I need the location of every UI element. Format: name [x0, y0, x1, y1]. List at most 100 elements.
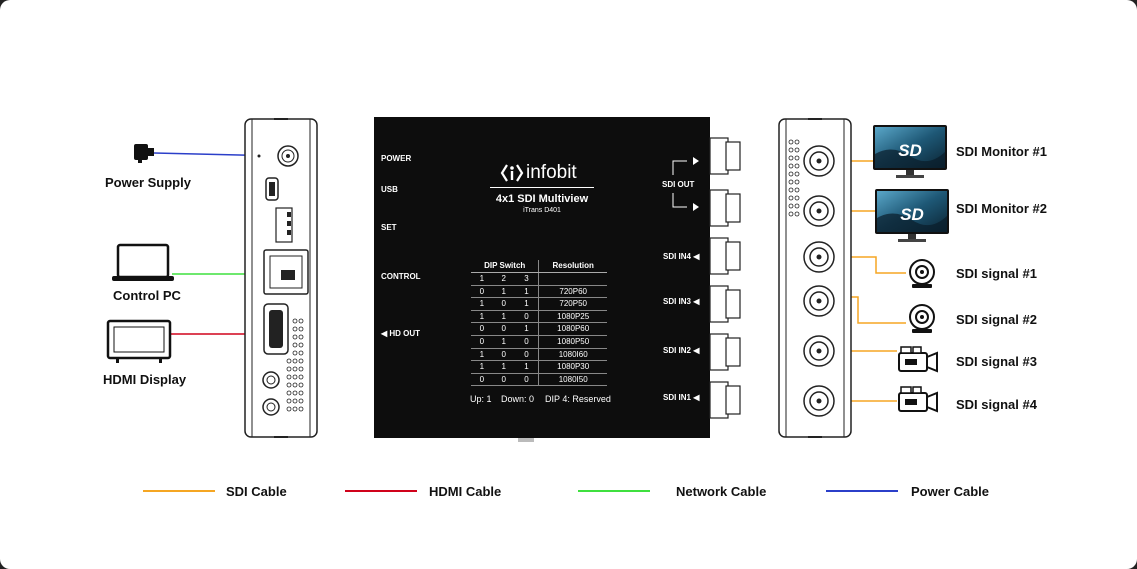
- legend-sdi-label: SDI Cable: [226, 484, 287, 499]
- monitor-1-logo: SD: [898, 141, 922, 160]
- dip-cell: 1: [471, 360, 493, 374]
- legend-power-label: Power Cable: [911, 484, 990, 499]
- dip-cell: 1: [471, 297, 493, 311]
- device-model: iTrans D401: [523, 207, 561, 214]
- dip-cell: 0: [492, 322, 515, 336]
- dip-switch-table: DIP Switch Resolution 1 2 3 0 1 1 720P60…: [471, 260, 607, 387]
- dip-resolution: 1080P30: [538, 360, 607, 374]
- dip-row: 0 1 1 720P60: [471, 285, 607, 299]
- dip-row: 1 0 1 720P50: [471, 297, 607, 311]
- dip-cell: 1: [492, 310, 515, 324]
- dip-cell: 0: [514, 373, 539, 387]
- usb-port-label: USB: [381, 185, 398, 194]
- dip-row: 0 0 0 1080I50: [471, 373, 607, 387]
- sdi-monitor-2-label: SDI Monitor #2: [956, 201, 1048, 216]
- dip-resolution: 1080I50: [538, 373, 607, 387]
- center-bottom-tab: [518, 438, 534, 442]
- power-supply-label: Power Supply: [105, 175, 191, 190]
- dip-cell: 0: [492, 297, 515, 311]
- dip-cell: 1: [492, 335, 515, 349]
- control-pc-label: Control PC: [113, 288, 181, 303]
- legend-hdmi-swatch: [345, 490, 417, 492]
- dip-cell: 1: [514, 322, 539, 336]
- legend-network-label: Network Cable: [676, 484, 767, 499]
- monitor-2-logo: SD: [900, 205, 924, 224]
- dip-resolution: 1080P25: [538, 310, 607, 324]
- dip-cell: 0: [514, 310, 539, 324]
- sdi-in4-label: SDI IN4 ◀: [663, 252, 700, 261]
- dip-cell: 1: [514, 285, 539, 299]
- center-device-panel: POWER USB SET CONTROL ◀ HD OUT infobit 4…: [374, 117, 710, 438]
- dip-col-2: 2: [492, 272, 515, 286]
- dip-header-switch: DIP Switch: [471, 260, 539, 273]
- sdi-in3-label: SDI IN3 ◀: [663, 297, 700, 306]
- legend-network-swatch: [578, 490, 650, 492]
- dip-cell: 0: [514, 348, 539, 362]
- dip-cell: 0: [471, 285, 493, 299]
- dip-resolution: 1080P60: [538, 322, 607, 336]
- dip-cell: 0: [471, 322, 493, 336]
- dip-resolution: 1080I60: [538, 348, 607, 362]
- sdi-signal-4-label: SDI signal #4: [956, 397, 1037, 412]
- dip-row: 1 0 0 1080I60: [471, 348, 607, 362]
- legend-sdi-swatch: [143, 490, 215, 492]
- dip-footer-down: Down: 0: [501, 394, 535, 404]
- dip-cell: 0: [492, 373, 515, 387]
- video-camera-1-icon: [897, 345, 939, 375]
- hdmi-display-icon: [106, 319, 172, 365]
- laptop-icon: [110, 243, 176, 283]
- dip-footer-dip4: DIP 4: Reserved: [545, 394, 611, 404]
- dip-header-resolution: Resolution: [538, 260, 607, 273]
- webcam-1-icon: [906, 258, 938, 290]
- dip-cell: 1: [492, 285, 515, 299]
- sdi-signal-2-label: SDI signal #2: [956, 312, 1037, 327]
- power-supply-icon: [132, 142, 156, 164]
- dip-cell: 1: [514, 297, 539, 311]
- dip-cell: 0: [471, 373, 493, 387]
- dip-col-res: [538, 272, 607, 286]
- sdi-in1-label: SDI IN1 ◀: [663, 393, 700, 402]
- sdi-out-label: SDI OUT: [662, 180, 695, 189]
- dip-row: 0 1 0 1080P50: [471, 335, 607, 349]
- sdi-monitor-2-icon: SD: [874, 188, 950, 244]
- control-port-label: CONTROL: [381, 272, 421, 281]
- sdi-signal-1-label: SDI signal #1: [956, 266, 1037, 281]
- dip-row: 1 1 0 1080P25: [471, 310, 607, 324]
- left-device: [244, 118, 318, 438]
- dip-cell: 1: [492, 360, 515, 374]
- sdi-signal-3-label: SDI signal #3: [956, 354, 1037, 369]
- dip-resolution: 720P60: [538, 285, 607, 299]
- dip-row: 1 1 1 1080P30: [471, 360, 607, 374]
- right-device: [778, 118, 852, 438]
- dip-footer-up: Up: 1: [470, 394, 492, 404]
- dip-cell: 0: [471, 335, 493, 349]
- set-label: SET: [381, 223, 397, 232]
- dip-cell: 0: [514, 335, 539, 349]
- infobit-logo-icon: [500, 162, 524, 184]
- dip-col-3: 3: [514, 272, 539, 286]
- video-camera-2-icon: [897, 385, 939, 415]
- hdmi-display-label: HDMI Display: [103, 372, 187, 387]
- legend-power-swatch: [826, 490, 898, 492]
- dip-col-1: 1: [471, 272, 493, 286]
- dip-cell: 1: [514, 360, 539, 374]
- power-port-label: POWER: [381, 154, 412, 163]
- title-underline: [490, 187, 594, 188]
- dip-resolution: 720P50: [538, 297, 607, 311]
- sdi-out-bracket: [672, 157, 699, 211]
- dip-cell: 1: [471, 348, 493, 362]
- sdi-monitor-1-label: SDI Monitor #1: [956, 144, 1048, 159]
- brand-name: infobit: [526, 162, 577, 183]
- sdi-monitor-1-icon: SD: [872, 124, 948, 180]
- webcam-2-icon: [906, 303, 938, 335]
- device-title: 4x1 SDI Multiview: [495, 193, 589, 205]
- dip-row: 0 0 1 1080P60: [471, 322, 607, 336]
- center-bnc-connectors: [709, 137, 741, 419]
- hd-out-label: ◀ HD OUT: [381, 329, 421, 338]
- dip-cell: 0: [492, 348, 515, 362]
- dip-cell: 1: [471, 310, 493, 324]
- dip-resolution: 1080P50: [538, 335, 607, 349]
- sdi-in2-label: SDI IN2 ◀: [663, 346, 700, 355]
- legend-hdmi-label: HDMI Cable: [429, 484, 502, 499]
